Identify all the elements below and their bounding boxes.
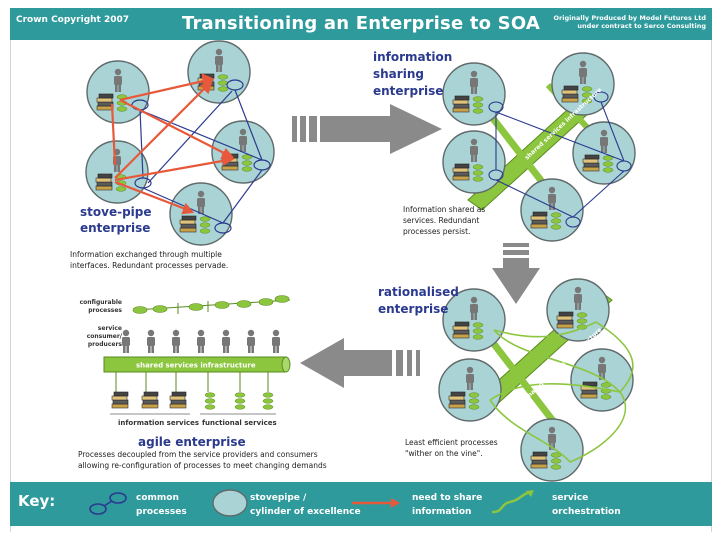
agile-heading: agile enterprise [138, 435, 246, 449]
key-share-information-line2: information [412, 507, 472, 517]
rationalised-node [521, 419, 583, 481]
credit-line-1: Originally Produced by Model Futures Ltd [553, 14, 706, 22]
rationalised-heading-1: rationalised [378, 285, 459, 299]
service-orchestration-links [489, 321, 634, 463]
page-title: Transitioning an Enterprise to SOA [181, 13, 540, 34]
key-service-orchestration: service orchestration [552, 491, 621, 519]
agile-desc-2: allowing re-configuration of processes t… [78, 461, 327, 470]
stovepipe-panel [86, 41, 274, 245]
stovepipe-node [86, 141, 148, 203]
agile-info-services-label: information services [118, 419, 199, 427]
stovepipe-desc-1: Information exchanged through multiple [70, 250, 222, 259]
rationalised-panel [439, 279, 633, 481]
info-sharing-panel [443, 53, 635, 241]
rationalised-desc-2: "wither on the vine". [405, 449, 483, 458]
key-common-processes-line2: processes [136, 507, 187, 517]
stovepipe-heading-2: enterprise [80, 221, 150, 235]
configurable-processes-chain [132, 295, 291, 314]
key-stovepipe-line1: stovepipe / [250, 493, 307, 503]
info-sharing-heading-3: enterprise [373, 84, 443, 98]
agile-label-service-3: producers [88, 341, 123, 348]
agile-label-configurable-2: processes [88, 307, 122, 314]
key-share-information-line1: need to share [412, 493, 483, 503]
info-sharing-node [521, 179, 583, 241]
key-icons [89, 489, 534, 517]
transition-arrow-left [300, 338, 420, 388]
key-title: Key: [18, 492, 56, 510]
services-row [110, 391, 276, 415]
key-share-information: need to share information [412, 491, 482, 519]
transition-arrow-down [492, 243, 540, 304]
rationalised-desc-1: Least efficient processes [405, 438, 498, 447]
common-processes-icon [89, 492, 127, 515]
info-sharing-desc-2: services. Redundant [403, 216, 479, 225]
transition-arrow-right [292, 104, 442, 154]
key-service-orchestration-line2: orchestration [552, 507, 621, 517]
header-bar: Crown Copyright 2007 Transitioning an En… [10, 8, 712, 40]
agile-label-service-2: consumer/ [87, 333, 123, 340]
stovepipe-heading-1: stove-pipe [80, 205, 152, 219]
stovepipe-node [188, 41, 250, 103]
key-stovepipe-line2: cylinder of excellence [250, 507, 361, 517]
credit-text: Originally Produced by Model Futures Ltd… [554, 14, 706, 30]
share-information-arrow-icon [352, 498, 400, 508]
common-process-links [488, 91, 632, 228]
rationalised-node [571, 349, 633, 411]
info-sharing-desc-3: processes persist. [403, 227, 470, 236]
service-consumers-row [122, 329, 280, 353]
credit-line-2: under contract to Serco Consulting [577, 22, 706, 30]
agile-bar-label: shared services infrastructure [136, 362, 256, 370]
info-sharing-heading-1: information [373, 50, 452, 64]
agile-desc-1: Processes decoupled from the service pro… [78, 450, 318, 459]
rationalised-heading-2: enterprise [378, 302, 448, 316]
key-service-orchestration-line1: service [552, 493, 589, 503]
key-bar: Key: common processes stovepi [10, 482, 712, 526]
share-information-arrows [110, 73, 235, 215]
stovepipe-desc-2: interfaces. Redundant processes pervade. [70, 261, 228, 270]
agile-functional-services-label: functional services [202, 419, 277, 427]
info-sharing-heading-2: sharing [373, 67, 424, 81]
info-sharing-desc-1: Information shared as [403, 205, 485, 214]
stovepipe-cylinder-icon [212, 489, 248, 517]
key-common-processes-line1: common [136, 493, 179, 503]
rationalised-node [439, 359, 501, 421]
shared-services-cylinder [103, 356, 291, 392]
copyright-text: Crown Copyright 2007 [16, 15, 130, 25]
agile-label-configurable-1: configurable [80, 299, 122, 306]
key-common-processes: common processes [136, 491, 187, 519]
agile-panel [103, 295, 291, 415]
common-process-links [131, 79, 271, 234]
key-stovepipe: stovepipe / cylinder of excellence [250, 491, 361, 519]
agile-label-service-1: service [98, 325, 122, 332]
service-orchestration-icon [491, 490, 534, 514]
